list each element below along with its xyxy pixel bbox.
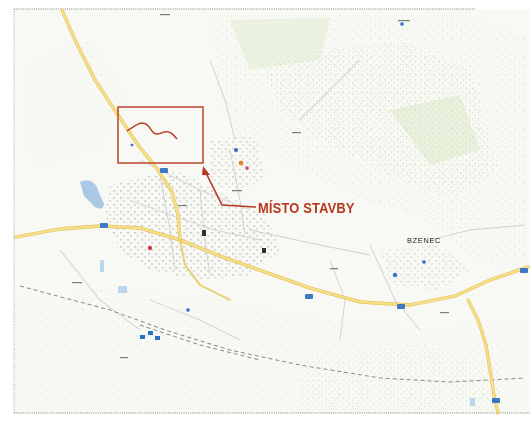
construction-site-label: MÍSTO STAVBY [258,200,355,217]
water-bodies [80,180,475,406]
construction-route [126,122,178,140]
road-shield-icon [100,168,528,403]
poi-marker-icon [147,22,426,312]
forest-areas [15,12,528,412]
bus-stop-icon [140,331,160,340]
map-minor-labels [72,14,449,359]
town-area [105,135,470,290]
construction-site-box [117,106,204,164]
church-icon [202,230,266,253]
callout-arrowhead-icon [202,166,210,175]
town-label-bzenec: BZENEC [407,236,442,245]
minor-streets [59,59,526,341]
callout-leader [202,166,257,208]
railway-lines [19,285,526,383]
